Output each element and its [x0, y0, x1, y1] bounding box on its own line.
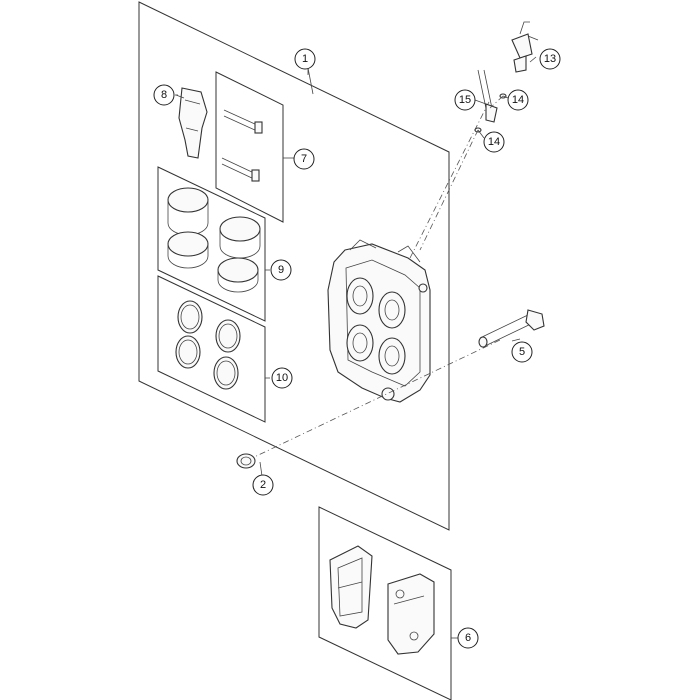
svg-text:10: 10	[276, 372, 288, 384]
callout-7: 7	[293, 148, 315, 170]
brake-pad-frame-6	[318, 506, 452, 700]
svg-text:7: 7	[301, 153, 307, 165]
callout-14-upper: 14	[507, 89, 529, 111]
svg-text:14: 14	[488, 136, 500, 148]
callout-14-lower: 14	[483, 131, 505, 153]
piston-set	[167, 187, 261, 293]
callout-9: 9	[270, 259, 292, 281]
callout-2: 2	[252, 474, 274, 496]
callout-8: 8	[153, 84, 175, 106]
svg-text:1: 1	[302, 53, 308, 65]
callout-6: 6	[457, 627, 479, 649]
svg-text:9: 9	[278, 264, 284, 276]
callout-15: 15	[454, 89, 476, 111]
callout-13: 13	[539, 48, 561, 70]
svg-text:6: 6	[465, 632, 471, 644]
bolt-lower	[221, 157, 260, 182]
svg-text:2: 2	[260, 479, 266, 491]
seal-set	[175, 300, 241, 390]
pad-pin-5	[478, 309, 545, 348]
svg-text:13: 13	[544, 53, 556, 65]
pad-spring-8	[175, 87, 208, 159]
piston-kit-frame-9	[157, 166, 266, 322]
bleeder-valve-15	[477, 69, 498, 123]
callout-5: 5	[511, 341, 533, 363]
svg-text:5: 5	[519, 346, 525, 358]
svg-text:14: 14	[512, 94, 524, 106]
bolt-upper	[223, 109, 263, 134]
bolt-kit-frame-7	[215, 71, 284, 223]
brake-caliper-body	[327, 239, 431, 403]
seal-kit-frame-10	[157, 275, 266, 423]
sensor-13	[511, 21, 539, 73]
assembly-frame-1	[138, 1, 450, 531]
svg-text:15: 15	[459, 94, 471, 106]
callout-1: 1	[294, 48, 316, 70]
bushing-2	[236, 453, 263, 477]
brake-pad-back	[387, 573, 435, 655]
callout-10: 10	[271, 367, 293, 389]
brake-pad-front	[329, 545, 373, 629]
svg-text:8: 8	[161, 89, 167, 101]
